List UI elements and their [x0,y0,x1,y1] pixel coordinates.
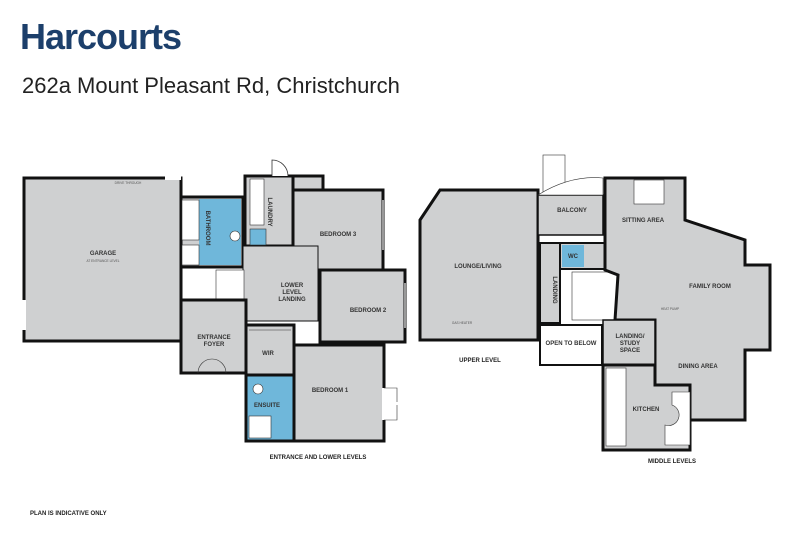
bedroom2-label: BEDROOM 2 [350,308,387,314]
garage-label: GARAGE [90,251,116,257]
entrance-label-1: ENTRANCE [197,335,230,341]
lower-landing-label-1: LOWER [281,283,304,289]
entrance-label-2: FOYER [204,342,225,348]
laundry-wet [249,228,267,246]
wir-label: WIR [262,351,274,357]
bedroom1-room [292,343,386,443]
property-address: 262a Mount Pleasant Rd, Christchurch [22,73,400,98]
wc-wet [562,245,584,267]
sitting-family-room [603,176,772,422]
brand-logo: Harcourts [20,16,182,57]
lower-landing-room [242,245,319,322]
drive-through-note: DRIVE THROUGH [115,181,142,185]
wir-room [244,323,296,377]
study-label-2: STUDY [620,341,640,347]
right-floor-plan: LOUNGE/LIVING GAS HEATER BALCONY SITTING… [418,154,772,465]
study-room [602,319,656,366]
landing-label: LANDING [551,276,557,304]
balcony-label: BALCONY [557,208,587,214]
wc-label: WC [568,254,579,260]
lounge-label: LOUNGE/LIVING [454,264,502,270]
bedroom1-label: BEDROOM 1 [312,388,349,394]
bathroom-label: BATHROOM [204,211,210,246]
heat-pump-note: HEAT PUMP [661,307,679,311]
left-floor-plan: GARAGE AT ENTRANCE LEVEL DRIVE THROUGH B… [22,159,407,461]
bedroom3-label: BEDROOM 3 [320,232,357,238]
laundry-label: LAUNDRY [266,197,272,226]
lounge-room [418,188,540,342]
sitting-label: SITTING AREA [622,218,665,224]
open-below-label: OPEN TO BELOW [546,341,597,347]
middle-level-label: MIDDLE LEVELS [648,459,696,465]
open-below-area [539,324,603,366]
study-label-1: LANDING/ [616,334,645,340]
family-label: FAMILY ROOM [689,284,731,290]
garage-room [22,176,183,343]
lower-landing-label-3: LANDING [278,297,306,303]
dining-label: DINING AREA [678,364,718,370]
ensuite-label: ENSUITE [254,403,280,409]
study-label-3: SPACE [620,348,640,354]
plan-disclaimer: PLAN IS INDICATIVE ONLY [30,511,107,517]
upper-level-label: UPPER LEVEL [459,358,501,364]
kitchen-label: KITCHEN [633,407,660,413]
gas-heater-note: GAS HEATER [452,321,473,325]
left-level-label: ENTRANCE AND LOWER LEVELS [270,455,367,461]
garage-note: AT ENTRANCE LEVEL [86,259,119,263]
entrance-foyer-room [179,298,248,375]
bedroom2-room [318,268,407,344]
landing-room [539,242,561,324]
lower-landing-label-2: LEVEL [282,290,302,296]
balcony-room [537,194,604,236]
